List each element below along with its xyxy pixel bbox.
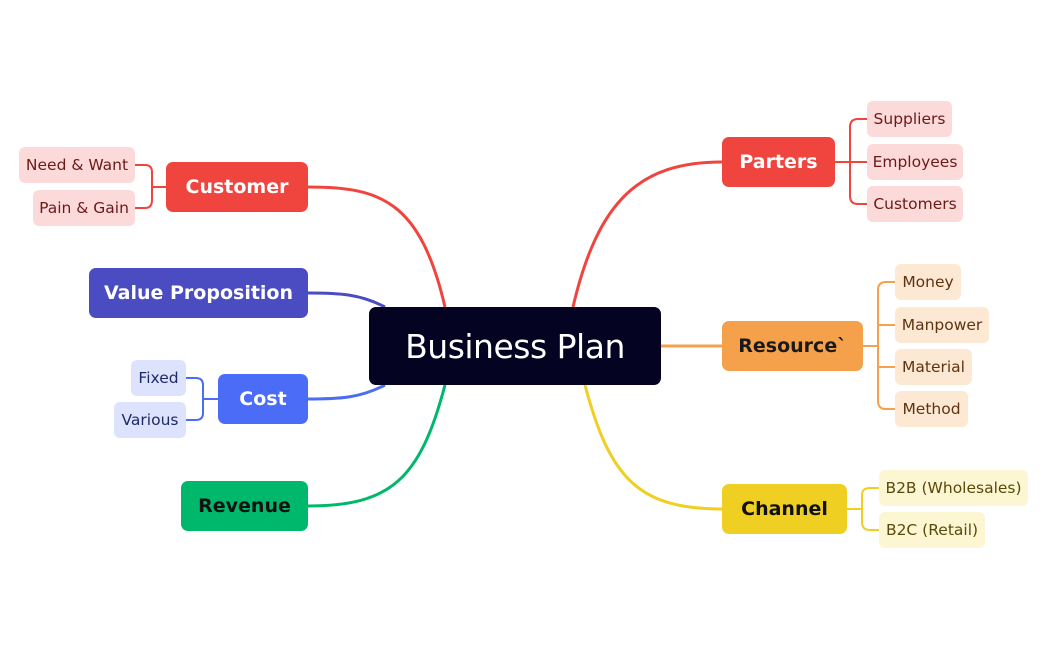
node-partners[interactable]: Parters <box>722 137 835 187</box>
node-value-proposition[interactable]: Value Proposition <box>89 268 308 318</box>
bracket-resource <box>863 281 895 410</box>
bracket-cost <box>186 377 218 421</box>
node-b2b-wholesales[interactable]: B2B (Wholesales) <box>879 470 1028 506</box>
root-node-business-plan[interactable]: Business Plan <box>369 307 661 385</box>
node-revenue[interactable]: Revenue <box>181 481 308 531</box>
node-channel[interactable]: Channel <box>722 484 847 534</box>
node-various[interactable]: Various <box>114 402 186 438</box>
node-b2c-retail[interactable]: B2C (Retail) <box>879 512 985 548</box>
bracket-customer <box>135 164 166 209</box>
bracket-channel <box>847 487 879 531</box>
node-need-and-want[interactable]: Need & Want <box>19 147 135 183</box>
node-customer[interactable]: Customer <box>166 162 308 212</box>
node-employees[interactable]: Employees <box>867 144 963 180</box>
node-resource[interactable]: Resource` <box>722 321 863 371</box>
connector-channel <box>583 384 723 511</box>
node-manpower[interactable]: Manpower <box>895 307 989 343</box>
connector-partners <box>571 160 723 308</box>
connector-cost <box>307 383 386 401</box>
node-method[interactable]: Method <box>895 391 968 427</box>
node-customers[interactable]: Customers <box>867 186 963 222</box>
node-suppliers[interactable]: Suppliers <box>867 101 952 137</box>
connector-value-proposition <box>307 291 386 309</box>
node-material[interactable]: Material <box>895 349 972 385</box>
connector-revenue <box>307 384 447 508</box>
node-fixed[interactable]: Fixed <box>131 360 186 396</box>
node-money[interactable]: Money <box>895 264 961 300</box>
node-pain-and-gain[interactable]: Pain & Gain <box>33 190 135 226</box>
connector-customer <box>307 185 447 308</box>
node-cost[interactable]: Cost <box>218 374 308 424</box>
bracket-partners <box>835 118 867 205</box>
